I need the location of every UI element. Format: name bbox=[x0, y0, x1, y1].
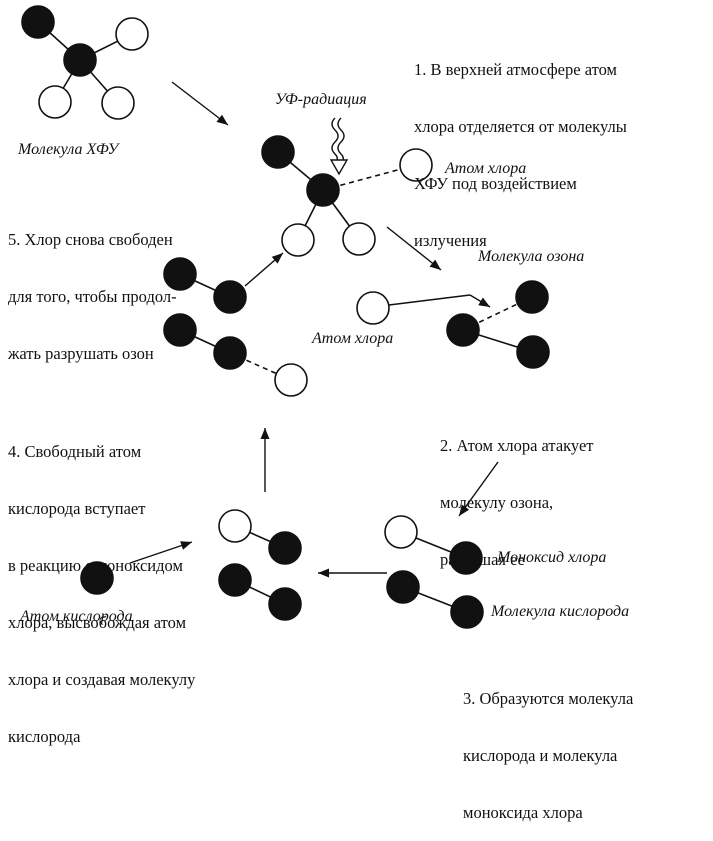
chlorine-atom bbox=[384, 515, 418, 549]
arrowhead bbox=[271, 253, 283, 264]
arrowhead bbox=[459, 504, 470, 516]
arrowhead bbox=[180, 541, 192, 550]
arrowhead bbox=[318, 568, 329, 578]
fluorine-atom bbox=[342, 222, 376, 256]
step-2-text: 2. Атом хлора атакует молекулу озона, ра… bbox=[440, 398, 594, 588]
oxygen-atom bbox=[80, 561, 114, 595]
step-4-line: кислорода bbox=[8, 727, 81, 746]
weak-bond-line bbox=[322, 164, 417, 191]
step-1-line: хлора отделяется от молекулы bbox=[414, 117, 627, 136]
uv-arrowhead bbox=[329, 159, 349, 176]
label-ozone-molecule: Молекула озона bbox=[478, 248, 585, 265]
step-2-line: молекулу озона, bbox=[440, 493, 554, 512]
label-oxygen-molecule: Молекула кислорода bbox=[491, 603, 630, 620]
carbon-atom bbox=[21, 5, 55, 39]
step-4-line: 4. Свободный атом bbox=[8, 442, 142, 461]
step-3-line: моноксида хлора bbox=[463, 803, 583, 822]
step-4-text: 4. Свободный атом кислорода вступает в р… bbox=[8, 404, 195, 765]
chlorine-atom bbox=[356, 291, 390, 325]
fluorine-atom bbox=[101, 86, 135, 120]
arrowhead bbox=[429, 259, 441, 270]
step-5-line: жать разрушать озон bbox=[8, 344, 154, 363]
carbon-atom bbox=[306, 173, 340, 207]
step-4-line: в реакцию с моноксидом bbox=[8, 556, 183, 575]
step-5-text: 5. Хлор снова свободен для того, чтобы п… bbox=[8, 192, 177, 382]
step-2-line: 2. Атом хлора атакует bbox=[440, 436, 594, 455]
label-chlorine-atom-2: Атом хлора bbox=[312, 330, 394, 347]
step-1-line: ХФУ под воздействием bbox=[414, 174, 577, 193]
oxygen-atom bbox=[213, 336, 247, 370]
oxygen-atom bbox=[268, 531, 302, 565]
step-3-text: 3. Образуются молекула кислорода и молек… bbox=[463, 651, 633, 841]
arrows-layer bbox=[129, 81, 499, 578]
label-chlorine-monoxide: Моноксид хлора bbox=[497, 549, 607, 566]
chlorine-atom bbox=[399, 148, 433, 182]
arrow-line bbox=[388, 294, 471, 306]
step-4-line: кислорода вступает bbox=[8, 499, 146, 518]
oxygen-atom bbox=[516, 335, 550, 369]
fluorine-atom bbox=[281, 223, 315, 257]
step-4-line: хлора и создавая молекулу bbox=[8, 670, 196, 689]
arrowhead bbox=[478, 297, 490, 307]
oxygen-atom bbox=[213, 280, 247, 314]
oxygen-atom bbox=[268, 587, 302, 621]
step-5-line: для того, чтобы продол- bbox=[8, 287, 177, 306]
label-chlorine-atom-1: Атом хлора bbox=[445, 160, 527, 177]
oxygen-atom bbox=[386, 570, 420, 604]
step-2-line: разрушая ее bbox=[440, 550, 525, 569]
uv-wave bbox=[331, 117, 339, 163]
step-1-line: излучения bbox=[414, 231, 487, 250]
chlorine-atom bbox=[274, 363, 308, 397]
carbon-atom bbox=[63, 43, 97, 77]
oxygen-atom bbox=[218, 563, 252, 597]
chlorine-atom bbox=[218, 509, 252, 543]
label-uv-radiation: УФ-радиация bbox=[275, 91, 367, 108]
oxygen-atom bbox=[446, 313, 480, 347]
oxygen-atom bbox=[515, 280, 549, 314]
atoms-layer bbox=[21, 5, 550, 629]
step-4-line: хлора, высвобождая атом bbox=[8, 613, 187, 632]
oxygen-atom bbox=[449, 541, 483, 575]
step-5-line: 5. Хлор снова свободен bbox=[8, 230, 173, 249]
step-1-text: 1. В верхней атмосфере атом хлора отделя… bbox=[414, 22, 627, 269]
oxygen-atom bbox=[163, 257, 197, 291]
oxygen-atom bbox=[450, 595, 484, 629]
uv-wave bbox=[337, 117, 345, 163]
label-cfc-molecule: Молекула ХФУ bbox=[18, 141, 119, 158]
oxygen-atom bbox=[163, 313, 197, 347]
fluorine-atom bbox=[38, 85, 72, 119]
carbon-atom bbox=[261, 135, 295, 169]
arrow-line bbox=[171, 81, 229, 126]
chlorine-atom bbox=[115, 17, 149, 51]
step-3-line: кислорода и молекула bbox=[463, 746, 618, 765]
arrow-line bbox=[458, 461, 499, 517]
step-3-line: 3. Образуются молекула bbox=[463, 689, 634, 708]
arrowhead bbox=[260, 428, 270, 439]
arrow-line bbox=[386, 226, 442, 271]
label-oxygen-atom: Атом кислорода bbox=[20, 608, 133, 625]
arrowhead bbox=[216, 114, 228, 125]
ozone-cycle-diagram bbox=[21, 5, 550, 629]
step-1-line: 1. В верхней атмосфере атом bbox=[414, 60, 617, 79]
